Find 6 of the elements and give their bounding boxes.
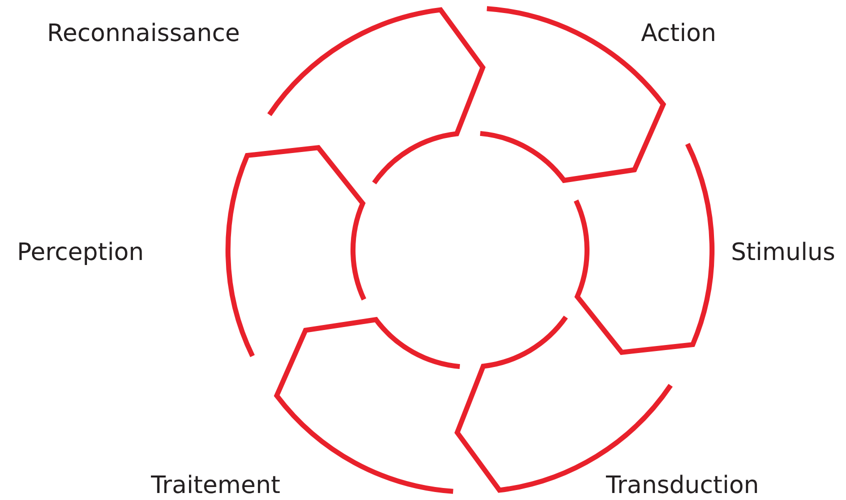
stage-label: Stimulus (730, 238, 836, 267)
stage-label: Transduction (606, 472, 760, 500)
stage-label: Action (640, 20, 716, 48)
stage-label: Reconnaissance (47, 20, 240, 48)
stage-label: Traitement (151, 472, 280, 500)
stage-label: Perception (17, 238, 144, 267)
